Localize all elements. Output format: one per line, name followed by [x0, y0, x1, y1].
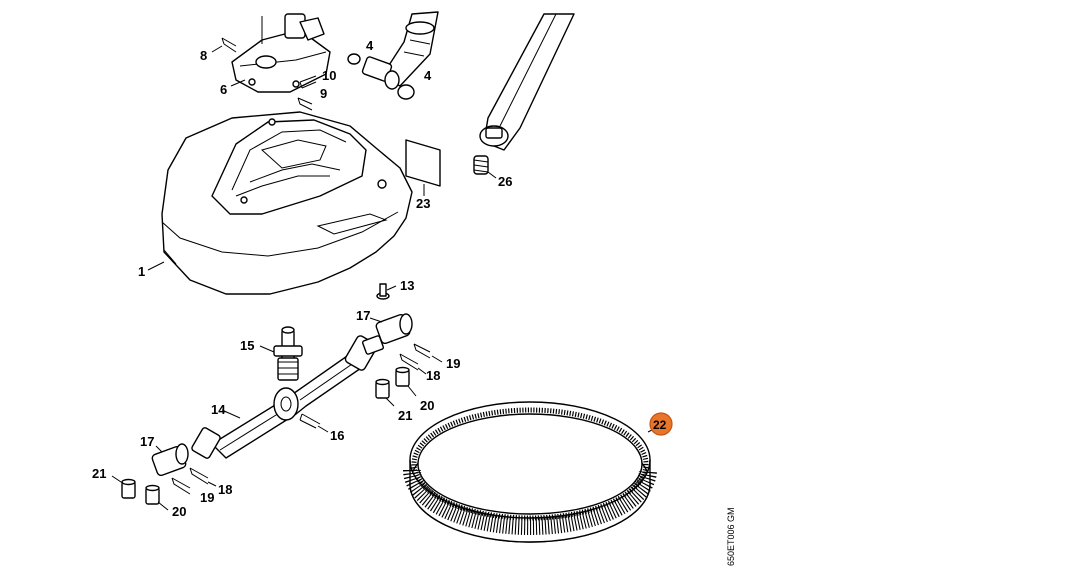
label-16: 16 [330, 428, 344, 443]
nozzle-part-20-lower[interactable] [145, 484, 160, 505]
nozzle-holder-part-17-upper[interactable] [362, 313, 413, 355]
clip-part-19-lower[interactable] [171, 477, 191, 495]
spray-bar-part-14[interactable] [191, 335, 378, 460]
housing-part-1[interactable] [161, 111, 413, 295]
swivel-part-15[interactable] [273, 326, 303, 381]
label-14: 14 [211, 402, 226, 417]
spring-part-26[interactable] [473, 155, 489, 175]
drawing-code: 650ET006 GM [726, 507, 736, 566]
valve-housing-part-6[interactable] [231, 13, 331, 93]
clip-part-10[interactable] [299, 75, 317, 89]
clip-part-18-lower[interactable] [189, 467, 209, 485]
brush-ring-part-22[interactable] [403, 401, 657, 543]
label-9: 9 [320, 86, 327, 101]
o-ring-part-4-lower[interactable] [397, 84, 415, 100]
label-15: 15 [240, 338, 254, 353]
nozzle-part-21-upper[interactable] [375, 378, 390, 399]
highlight-marker [649, 412, 673, 436]
nozzle-part-20-upper[interactable] [395, 366, 410, 387]
nozzle-holder-part-17-lower[interactable] [151, 443, 189, 477]
screw-part-13[interactable] [376, 283, 390, 300]
label-21-upper: 21 [398, 408, 412, 423]
label-18-lower: 18 [218, 482, 232, 497]
lance-tube[interactable] [479, 13, 575, 151]
clip-part-16[interactable] [299, 413, 321, 429]
label-17-upper: 17 [356, 308, 370, 323]
label-4-lower: 4 [424, 68, 432, 83]
label-18-upper: 18 [426, 368, 440, 383]
nozzle-part-21-lower[interactable] [121, 478, 136, 499]
label-23: 23 [416, 196, 430, 211]
label-20-lower: 20 [172, 504, 186, 519]
label-26: 26 [498, 174, 512, 189]
label-19-upper: 19 [446, 356, 460, 371]
clip-part-9[interactable] [297, 97, 313, 111]
clip-part-8[interactable] [221, 37, 237, 53]
label-21-lower: 21 [92, 466, 106, 481]
label-22: 22 [653, 418, 667, 432]
clip-part-19-upper[interactable] [413, 343, 431, 359]
label-1: 1 [138, 264, 145, 279]
label-19-lower: 19 [200, 490, 214, 505]
clip-part-18-upper[interactable] [399, 353, 419, 371]
label-4-upper: 4 [366, 38, 374, 53]
label-13: 13 [400, 278, 414, 293]
nozzle-assembly[interactable] [361, 11, 439, 90]
sticker-part-23[interactable] [405, 139, 441, 187]
label-10: 10 [322, 68, 336, 83]
label-6: 6 [220, 82, 227, 97]
label-8: 8 [200, 48, 207, 63]
label-20-upper: 20 [420, 398, 434, 413]
o-ring-part-4-upper[interactable] [347, 53, 361, 65]
label-17-lower: 17 [140, 434, 154, 449]
